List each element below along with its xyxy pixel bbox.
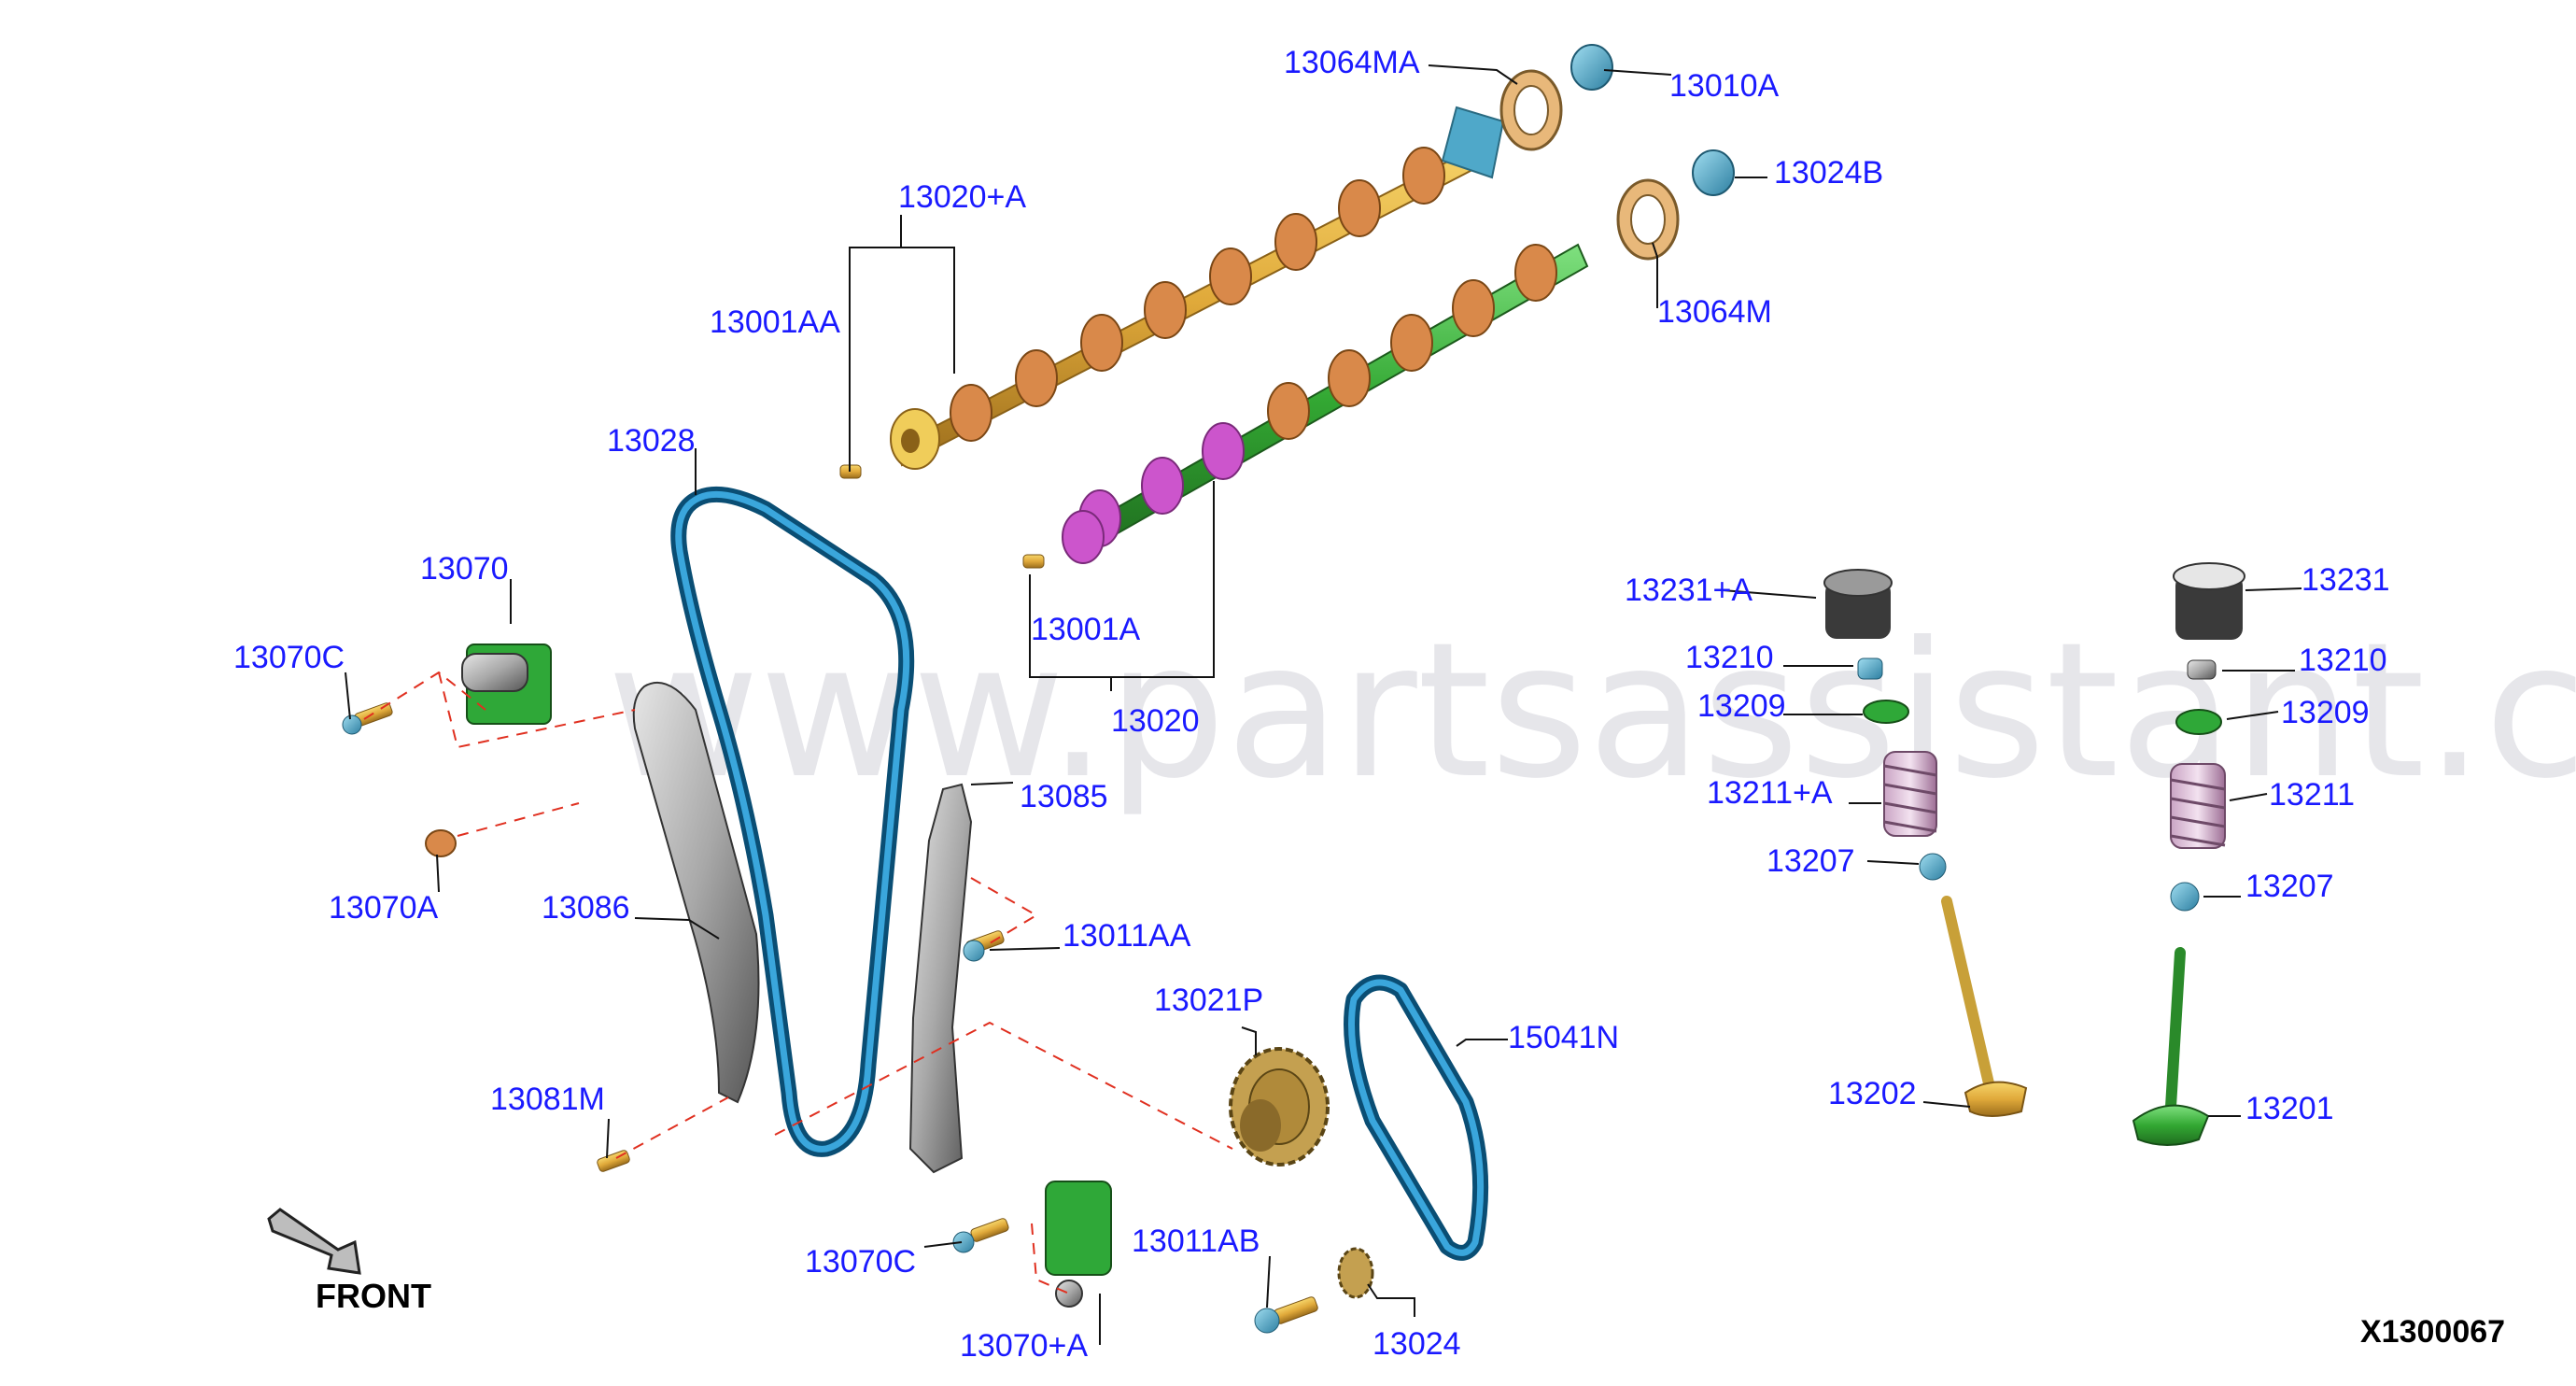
callout-13001A[interactable]: 13001A: [1031, 612, 1141, 647]
retainer-13209-left: [1863, 700, 1909, 724]
callout-13086[interactable]: 13086: [542, 890, 630, 926]
intake-camshaft: [890, 106, 1505, 470]
callout-13028[interactable]: 13028: [607, 423, 696, 459]
callout-13010A[interactable]: 13010A: [1669, 68, 1780, 104]
callout-13231[interactable]: 13231: [2302, 562, 2390, 598]
seal-13207-left: [1919, 853, 1947, 881]
callout-13021P[interactable]: 13021P: [1154, 983, 1263, 1018]
spring-13211: [2170, 763, 2226, 849]
chain-guide-13086: [632, 682, 760, 1104]
callout-13201[interactable]: 13201: [2245, 1091, 2334, 1126]
tensioner-13070: [461, 644, 552, 725]
callout-15041N[interactable]: 15041N: [1508, 1020, 1619, 1055]
callout-13207-right[interactable]: 13207: [2245, 869, 2334, 904]
callout-13231-plus-a[interactable]: 13231+A: [1625, 573, 1753, 608]
callout-13070C-top[interactable]: 13070C: [233, 640, 345, 675]
seal-13207-right: [2170, 882, 2200, 912]
callout-13011AA[interactable]: 13011AA: [1063, 918, 1191, 954]
callout-13202[interactable]: 13202: [1828, 1076, 1917, 1111]
front-label: FRONT: [316, 1277, 431, 1315]
callout-13070-plus-a[interactable]: 13070+A: [960, 1328, 1088, 1364]
valve-13202: [1941, 896, 2028, 1117]
callout-13064M[interactable]: 13064M: [1657, 294, 1772, 330]
callout-13024[interactable]: 13024: [1372, 1326, 1461, 1362]
callout-13211-plus-a[interactable]: 13211+A: [1707, 775, 1833, 811]
callout-13085[interactable]: 13085: [1020, 779, 1108, 814]
bolt-13070C-top: [342, 702, 393, 735]
callout-13001AA[interactable]: 13001AA: [710, 304, 840, 340]
callout-13209-right[interactable]: 13209: [2281, 695, 2370, 730]
front-arrow-icon: [267, 1208, 361, 1275]
phaser-ring-exhaust: [1616, 178, 1680, 261]
dowel-13001A: [1022, 554, 1045, 569]
callout-13020-plus-a[interactable]: 13020+A: [898, 179, 1026, 215]
cap-bolt-13024B: [1692, 149, 1735, 196]
callout-13210-right[interactable]: 13210: [2299, 643, 2387, 678]
callout-13207-left[interactable]: 13207: [1767, 843, 1855, 879]
bolt-13011AA: [963, 930, 1005, 962]
callout-13070[interactable]: 13070: [420, 551, 509, 587]
callout-13024B[interactable]: 13024B: [1774, 155, 1883, 191]
assembly-lines: [363, 671, 1233, 1294]
plug-13070A: [425, 829, 457, 857]
valve-13201: [2132, 947, 2210, 1146]
keeper-13210-left: [1857, 658, 1883, 680]
callouts: 13064MA 13010A 13024B 13020+A 13001AA 13…: [233, 45, 2390, 1364]
bolt-13070C-bottom: [952, 1218, 1009, 1253]
watermark: www.partsassistant.com: [607, 602, 2576, 820]
phaser-ring-intake: [1499, 69, 1563, 151]
callout-13210-left[interactable]: 13210: [1685, 640, 1774, 675]
tappet-13231A: [1823, 569, 1893, 639]
tappet-13231: [2173, 562, 2245, 640]
chain-guide-13085: [908, 783, 973, 1174]
callout-13011AB[interactable]: 13011AB: [1132, 1223, 1260, 1259]
timing-chain-13028: [670, 486, 915, 1157]
keeper-13210-right: [2187, 659, 2217, 680]
sprocket-13024: [1337, 1247, 1374, 1299]
bolt-13011AB: [1254, 1296, 1318, 1334]
diagram-code: X1300067: [2360, 1314, 2505, 1350]
callout-13070C-bottom[interactable]: 13070C: [805, 1244, 916, 1280]
leader-lines: [345, 64, 2302, 1345]
callout-13020[interactable]: 13020: [1111, 703, 1200, 739]
callout-13209-left[interactable]: 13209: [1697, 688, 1786, 724]
tensioner-13070A: [1045, 1181, 1112, 1308]
callout-13064MA[interactable]: 13064MA: [1284, 45, 1420, 80]
chain-15041N: [1344, 974, 1489, 1261]
exhaust-camshaft: [1062, 243, 1589, 564]
spring-13211A: [1883, 751, 1937, 837]
sprocket-13021P: [1229, 1047, 1330, 1167]
retainer-13209-right: [2175, 709, 2222, 735]
callout-13211[interactable]: 13211: [2269, 777, 2355, 813]
callout-13070A[interactable]: 13070A: [329, 890, 439, 926]
callout-13081M[interactable]: 13081M: [490, 1082, 605, 1117]
cap-bolt-13010A: [1570, 44, 1613, 91]
